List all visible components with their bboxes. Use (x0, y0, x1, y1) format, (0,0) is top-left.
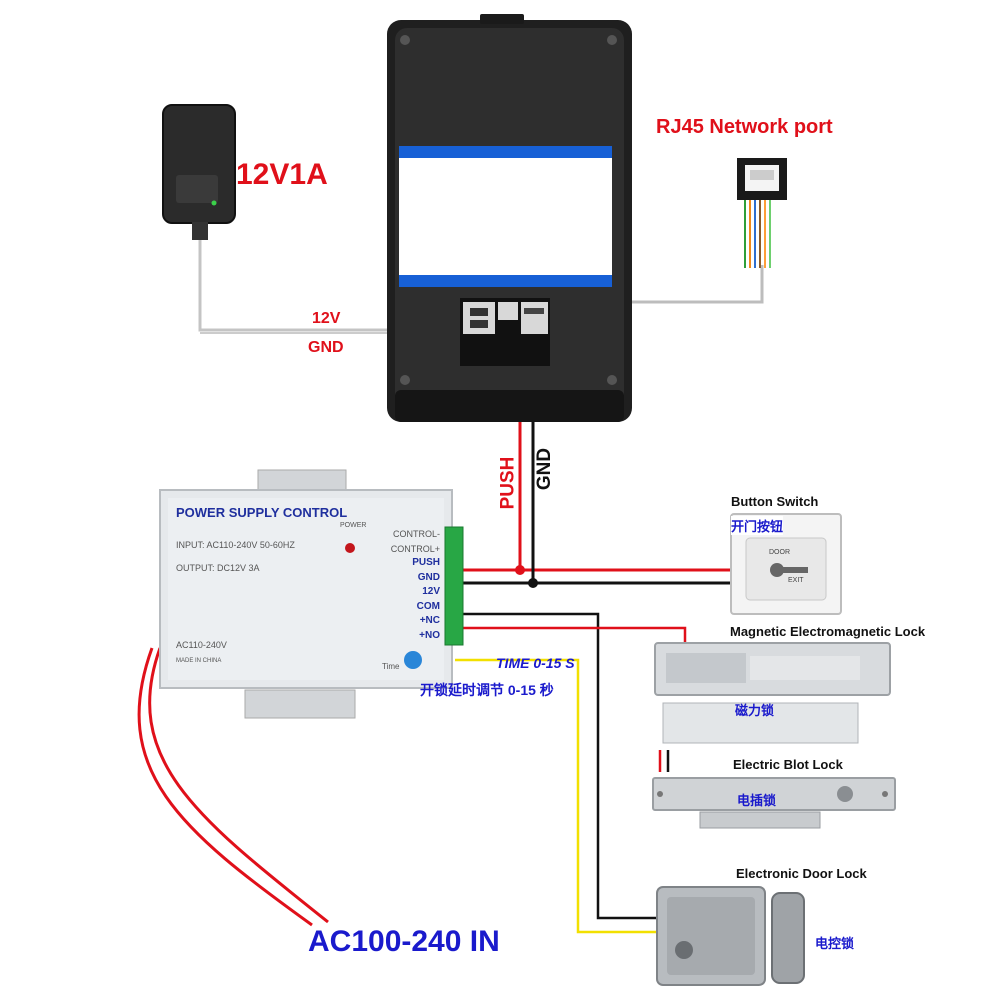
ac-input-label: AC100-240 IN (308, 925, 500, 958)
ac-wire-1 (148, 647, 329, 924)
power-supply-box (159, 469, 464, 719)
psu-power-label: POWER (340, 522, 367, 529)
door-lock-cn: 电控锁 (815, 936, 855, 951)
rj45-label: RJ45 Network port (656, 116, 833, 138)
terminal-no: +NO (419, 629, 440, 641)
push-vertical-label: PUSH (497, 456, 519, 510)
psu-output: OUTPUT: DC12V 3A (176, 563, 260, 573)
terminal-labels: CONTROL- CONTROL+ PUSH GND 12V COM +NC +… (378, 527, 440, 643)
button-switch-label: Button Switch (731, 494, 819, 509)
psu-title: POWER SUPPLY CONTROL (176, 505, 348, 520)
no-wire (455, 658, 660, 934)
terminal-gnd: GND (417, 571, 440, 583)
terminal-com: COM (416, 600, 440, 612)
magnetic-lock (654, 642, 891, 744)
ac-wire-2 (137, 647, 313, 927)
exit-button (730, 513, 842, 615)
adapter-cable (198, 228, 465, 332)
mag-lock-cn: 磁力锁 (735, 703, 775, 718)
bolt-lock-label: Electric Blot Lock (733, 757, 843, 772)
button-exit-text: EXIT (788, 577, 804, 584)
terminal-control-minus: CONTROL- (393, 529, 440, 539)
gnd-vertical-label: GND (534, 447, 556, 491)
intercom-panel (387, 14, 632, 422)
com-wire (455, 612, 660, 920)
power-adapter (162, 104, 236, 240)
terminal-nc: +NC (419, 615, 440, 626)
bolt-lock (652, 777, 896, 829)
terminal-control-plus: CONTROL+ (390, 543, 440, 554)
psu-time: Time (382, 662, 400, 671)
mag-lock-label: Magnetic Electromagnetic Lock (730, 624, 926, 639)
time-note-en: TIME 0-15 S (496, 655, 575, 671)
button-switch-cn: 开门按钮 (731, 516, 784, 535)
bolt-lock-cn: 电插锁 (737, 793, 777, 808)
rj45-connector (737, 158, 787, 268)
nc-wire (455, 626, 687, 645)
psu-input: INPUT: AC110-240V 50-60HZ (176, 540, 295, 550)
terminal-push: PUSH (412, 557, 440, 568)
wire-12v-label: 12V (312, 310, 341, 327)
button-door-text: DOOR (769, 549, 790, 556)
wire-gnd-label: GND (308, 339, 344, 356)
psu-made: MADE IN CHINA (176, 658, 222, 664)
terminal-12v: 12V (422, 586, 440, 597)
electronic-door-lock (656, 886, 805, 986)
door-lock-label: Electronic Door Lock (736, 866, 867, 881)
psu-ac: AC110-240V (176, 640, 227, 650)
time-note-cn: 开锁延时调节 0-15 秒 (420, 682, 554, 698)
adapter-label: 12V1A (236, 158, 328, 191)
